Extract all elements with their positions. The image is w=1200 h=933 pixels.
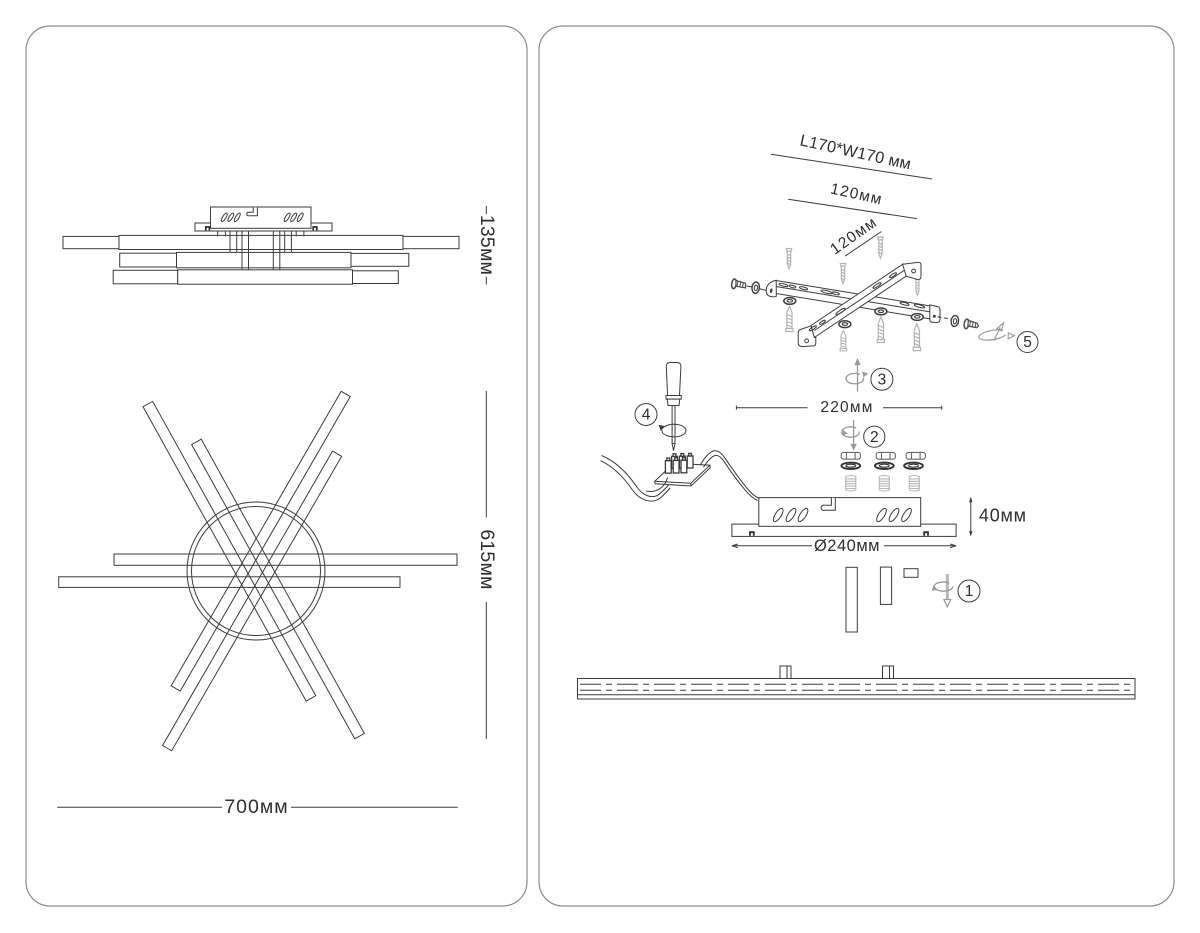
svg-text:135мм: 135мм [476,215,498,275]
svg-text:2: 2 [870,429,879,446]
svg-text:220мм: 220мм [820,399,873,416]
svg-text:1: 1 [965,583,974,600]
svg-text:615мм: 615мм [476,529,498,589]
svg-text:4: 4 [642,407,651,424]
svg-text:Ø240мм: Ø240мм [814,537,880,555]
svg-text:700мм: 700мм [224,796,288,818]
svg-text:3: 3 [878,371,887,388]
svg-text:40мм: 40мм [979,505,1027,525]
svg-text:5: 5 [1023,334,1032,351]
